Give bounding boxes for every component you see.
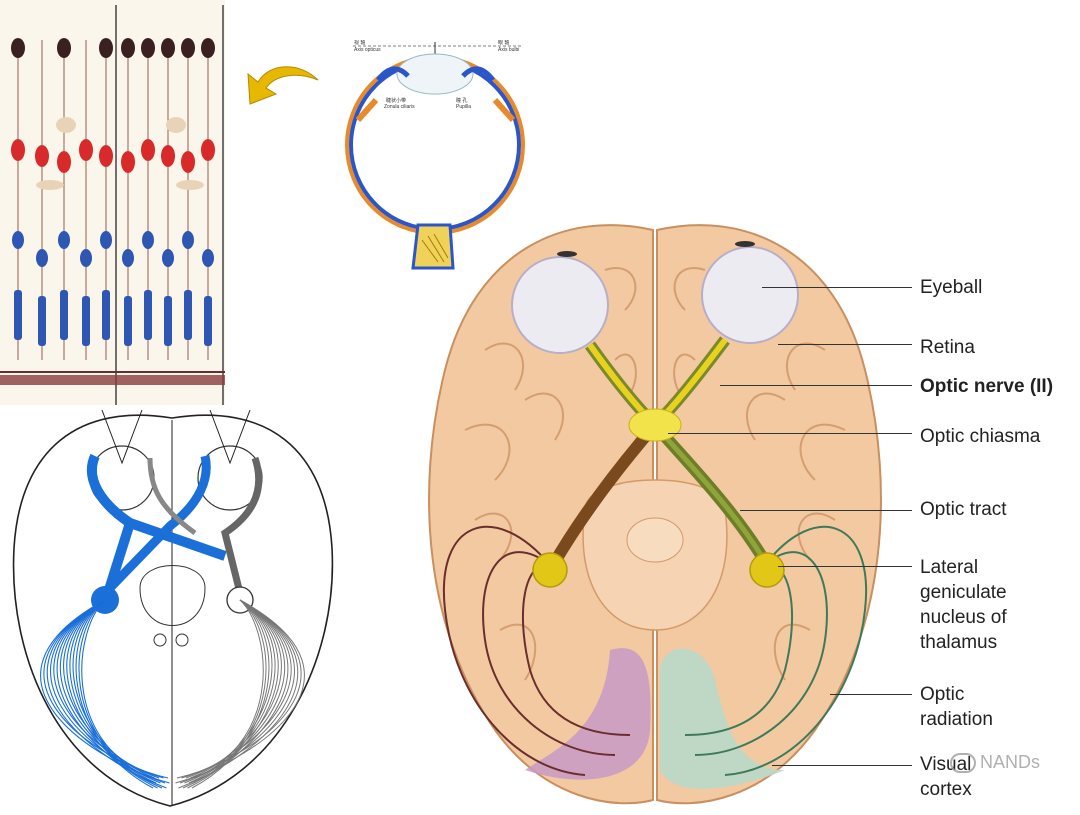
lgn-leader-line [778, 566, 912, 567]
wechat-icon [950, 752, 976, 773]
optic-chiasma-leader-line [668, 433, 912, 434]
axis-bulbi-label: Axis bulbi [498, 47, 519, 53]
watermark: NANDs [950, 752, 1040, 773]
retina-leader-line [778, 344, 912, 345]
brain-ventral-svg [428, 224, 882, 805]
visual-pathway-schematic [0, 408, 345, 810]
optic-tract-leader-line [740, 510, 912, 511]
pupilla-label: Pupilla [456, 104, 471, 110]
eyeball-leader-line [762, 287, 912, 288]
optic-tract-label: Optic tract [920, 499, 1007, 520]
watermark-text: NANDs [980, 752, 1041, 772]
optic-nerve-label: Optic nerve (II) [920, 376, 1054, 397]
brain-ventral-view [405, 210, 905, 810]
optic-radiation-label: Optic radiation [920, 684, 993, 730]
eyeball-cross-section: 视 轴 Axis opticus 眼 轴 Axis bulbi 睫状小带 Zon… [338, 39, 533, 270]
axis-bulbi-cn-label: 眼 轴 [498, 40, 509, 46]
lateral-geniculate-label: Lateral geniculate nucleus of thalamus [920, 557, 1007, 653]
axis-opticus-label: Axis opticus [354, 47, 381, 53]
axis-opticus-cn-label: 视 轴 [354, 40, 365, 46]
pupilla-cn-label: 瞳 孔 [456, 97, 467, 104]
zonula-cn-label: 睫状小带 [386, 97, 406, 104]
optic-radiation-leader-line [830, 694, 912, 695]
zonula-label: Zonula ciliaris [384, 104, 415, 110]
retina-layers-svg [0, 0, 225, 405]
optic-nerve-leader-line [720, 385, 912, 386]
visual-pathway-schematic-svg [12, 409, 334, 807]
retina-layers-illustration [0, 0, 225, 405]
curved-arrow-left-icon [240, 58, 320, 113]
eyeball-label: Eyeball [920, 277, 983, 298]
eyeball-section-svg: 视 轴 Axis opticus 眼 轴 Axis bulbi 睫状小带 Zon… [345, 39, 525, 270]
visual-cortex-leader-line [772, 765, 912, 766]
optic-chiasma-label: Optic chiasma [920, 426, 1041, 447]
retina-label: Retina [920, 337, 975, 358]
